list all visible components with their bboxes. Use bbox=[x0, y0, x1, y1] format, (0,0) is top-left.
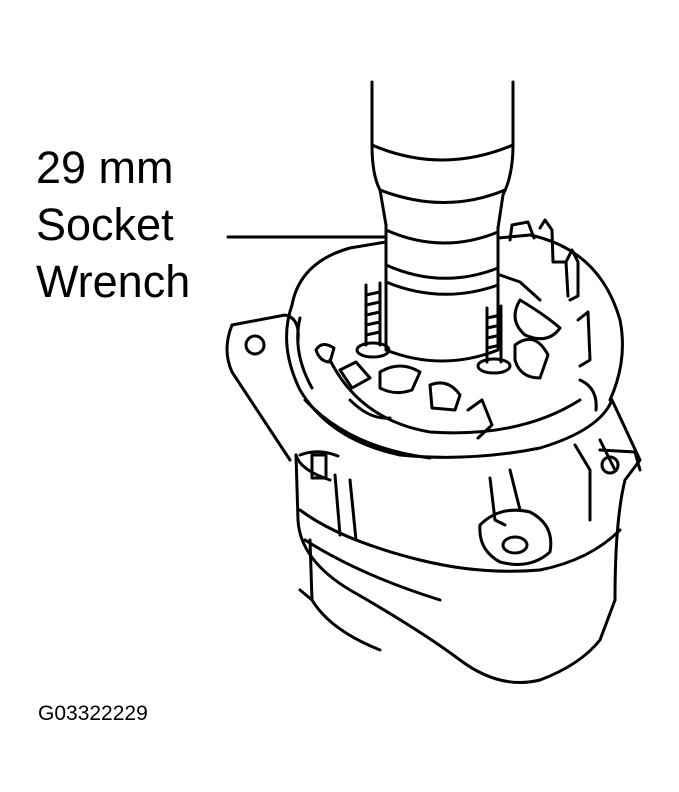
callout-label-line-2: Socket bbox=[36, 199, 174, 250]
stud-right bbox=[476, 304, 512, 375]
housing-fins bbox=[333, 438, 617, 542]
cover-vents bbox=[314, 337, 598, 440]
stud-left bbox=[355, 281, 391, 359]
alternator-rear-cover bbox=[285, 233, 624, 460]
socket bbox=[384, 223, 500, 363]
alternator-lower-housing bbox=[294, 398, 642, 684]
housing-post-left bbox=[298, 450, 340, 480]
mounting-boss-lower bbox=[478, 508, 553, 566]
mounting-ear-left bbox=[225, 313, 300, 462]
callout-label-line-3: Wrench bbox=[36, 256, 191, 307]
callout-label-line-1: 29 mm bbox=[36, 142, 174, 193]
terminal-connector bbox=[498, 218, 592, 368]
socket-wrench-shaft bbox=[370, 80, 515, 230]
mounting-ear-right bbox=[598, 448, 642, 475]
figure-id: G03322229 bbox=[38, 702, 148, 725]
